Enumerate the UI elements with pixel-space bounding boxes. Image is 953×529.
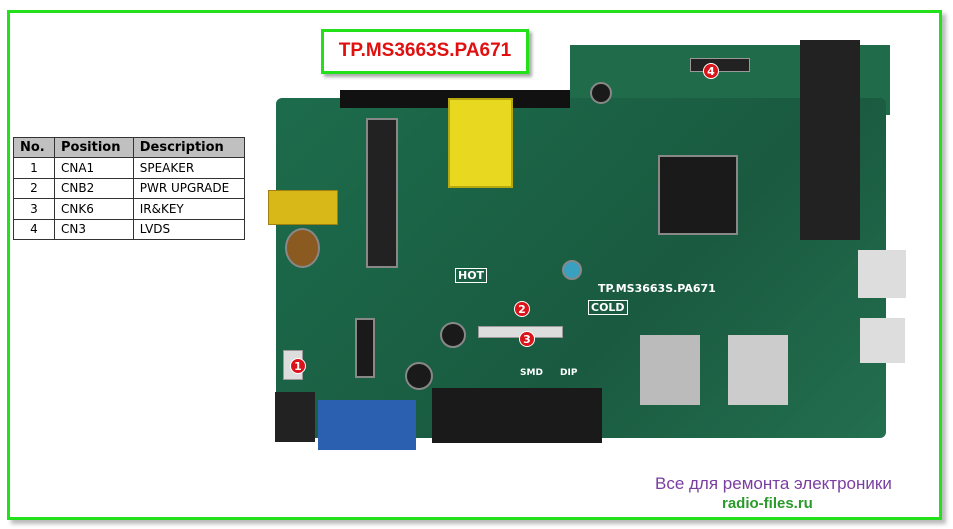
marker-4: 4 [703, 63, 719, 79]
table-header-row: No. Position Description [13, 137, 246, 158]
dip-label: DIP [560, 368, 578, 378]
ic-chip [355, 318, 375, 378]
cell-no: 4 [13, 218, 55, 240]
yellow-capacitor [268, 190, 338, 225]
watermark-site: radio-files.ru [722, 495, 813, 512]
scart-slot [800, 40, 860, 240]
watermark-text: Все для ремонта электроники [655, 474, 892, 493]
capacitor [590, 82, 612, 104]
cell-description: SPEAKER [132, 157, 246, 179]
header-position: Position [53, 137, 134, 158]
cell-position: CN3 [53, 218, 134, 240]
marker-3: 3 [519, 331, 535, 347]
cell-no: 1 [13, 157, 55, 179]
header-description: Description [132, 137, 246, 158]
capacitor [440, 322, 466, 348]
hot-label: HOT [455, 268, 488, 283]
capacitor [562, 260, 582, 280]
cell-description: LVDS [132, 218, 246, 240]
cell-position: CNA1 [53, 157, 134, 179]
cell-position: CNB2 [53, 177, 134, 199]
usb-port [858, 250, 906, 298]
lvds-connector [690, 58, 750, 72]
vga-connector [318, 400, 416, 450]
cell-description: IR&KEY [132, 198, 246, 220]
cell-position: CNK6 [53, 198, 134, 220]
marker-2: 2 [514, 301, 530, 317]
marker-1: 1 [290, 358, 306, 374]
hdmi-port [860, 318, 905, 363]
coil [285, 228, 320, 268]
image-frame [7, 10, 942, 520]
board-silk-model: TP.MS3663S.PA671 [598, 282, 716, 295]
cell-no: 3 [13, 198, 55, 220]
header-no: No. [13, 137, 55, 158]
transformer [448, 98, 513, 188]
board-model-title: TP.MS3663S.PA671 [321, 29, 529, 74]
cell-description: PWR UPGRADE [132, 177, 246, 199]
audio-jack [275, 392, 315, 442]
scart-connector [432, 388, 602, 443]
cold-label: COLD [588, 300, 628, 315]
cell-no: 2 [13, 177, 55, 199]
tuner [640, 335, 700, 405]
smd-label: SMD [520, 368, 543, 378]
power-capacitor [366, 118, 398, 268]
capacitor [405, 362, 433, 390]
tuner [728, 335, 788, 405]
main-processor-chip [658, 155, 738, 235]
